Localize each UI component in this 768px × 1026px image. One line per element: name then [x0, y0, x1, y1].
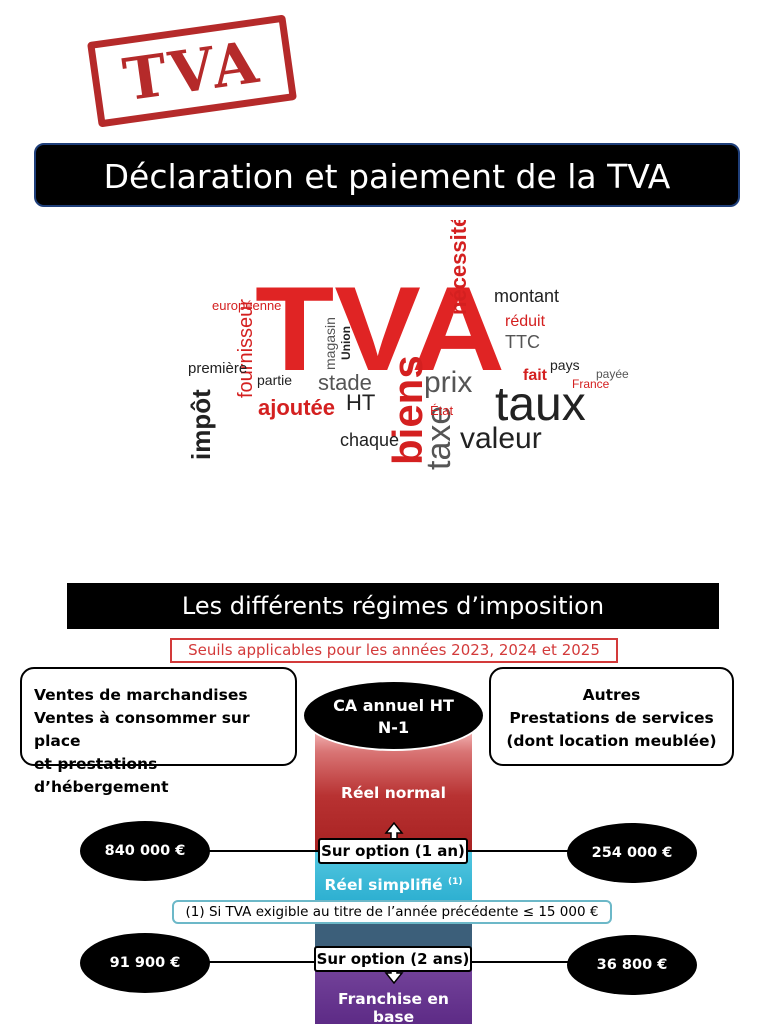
goods-sales-line-3: et prestations d’hébergement	[34, 755, 169, 796]
cloud-word-montant: montant	[494, 286, 559, 306]
cloud-word-stade: stade	[318, 370, 372, 395]
cloud-word-union: Union	[339, 326, 353, 360]
cloud-word-chaque: chaque	[340, 430, 399, 450]
ca-annuel-ellipse: CA annuel HT N-1	[302, 680, 485, 751]
tva-stamp: TVA	[86, 14, 298, 128]
threshold-goods-franchise: 91 900 €	[80, 933, 210, 993]
threshold-services-franchise: 36 800 €	[567, 935, 697, 995]
cloud-word-europeenne: européenne	[212, 298, 281, 313]
option-1-year: Sur option (1 an)	[318, 838, 468, 864]
page-title: Déclaration et paiement de la TVA	[34, 143, 740, 207]
cloud-word-payee: payée	[596, 367, 629, 381]
goods-sales-box: Ventes de marchandises Ventes à consomme…	[20, 667, 297, 796]
cloud-word-fait: fait	[523, 367, 548, 384]
cloud-word-ajoutee: ajoutée	[258, 395, 335, 420]
option-2-years: Sur option (2 ans)	[314, 946, 472, 972]
cloud-word-impot: impôt	[186, 389, 216, 460]
cloud-word-ht: HT	[346, 390, 375, 415]
services-box: Autres Prestations de services (dont loc…	[489, 667, 734, 766]
cloud-word-premiere: première	[188, 360, 247, 377]
cloud-word-biens: biens	[384, 355, 431, 465]
ca-line-2: N-1	[377, 718, 410, 737]
threshold-services-reel: 254 000 €	[567, 823, 697, 883]
goods-sales-line-1: Ventes de marchandises	[34, 686, 248, 704]
cloud-word-fournisseur: fournisseur	[235, 299, 257, 398]
cloud-word-partie: partie	[257, 372, 292, 388]
services-line-3: (dont location meublée)	[506, 732, 717, 750]
cloud-word-magasin: magasin	[322, 317, 338, 370]
goods-sales-line-2: Ventes à consommer sur place	[34, 709, 250, 750]
stamp-text: TVA	[119, 27, 265, 115]
cloud-word-etat: État	[430, 403, 454, 418]
footnote-box: (1) Si TVA exigible au titre de l’année …	[172, 900, 612, 924]
franchise-label: Franchise en base	[338, 990, 449, 1026]
regimes-header: Les différents régimes d’imposition	[67, 583, 719, 629]
cloud-word-prix: prix	[424, 366, 472, 399]
cloud-word-tva: TVA	[255, 262, 505, 396]
cloud-word-france: France	[572, 377, 610, 391]
cloud-word-ttc: TTC	[505, 332, 540, 352]
cloud-word-pays: pays	[550, 357, 580, 373]
ca-line-1: CA annuel HT	[333, 696, 454, 715]
cloud-word-valeur: valeur	[460, 422, 542, 455]
thresholds-caption: Seuils applicables pour les années 2023,…	[170, 638, 618, 663]
reel-simplifie-text: Réel simplifié	[324, 876, 443, 894]
cloud-word-taux: taux	[495, 378, 586, 431]
cloud-word-reduit: réduit	[505, 313, 546, 330]
services-line-2: Prestations de services	[509, 709, 714, 727]
reel-normal-label: Réel normal	[341, 784, 446, 802]
threshold-goods-reel: 840 000 €	[80, 821, 210, 881]
tva-word-cloud: TVA taux biens taxe valeur prix impôt aj…	[186, 220, 629, 470]
services-line-1: Autres	[582, 686, 641, 704]
reel-simplifie-label: Réel simplifié (1)	[315, 876, 472, 894]
cloud-word-necessite: nécessité	[446, 220, 471, 315]
reel-simplifie-note-mark: (1)	[448, 876, 463, 887]
cloud-word-taxe: taxe	[420, 406, 458, 470]
